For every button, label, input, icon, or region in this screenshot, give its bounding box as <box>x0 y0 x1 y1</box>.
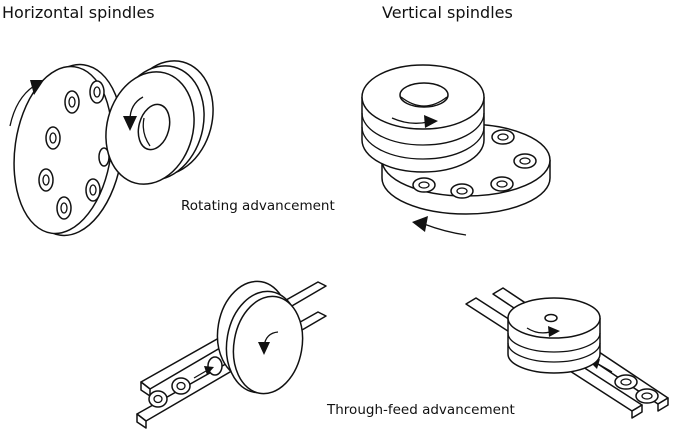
rotation-arrow-icon <box>123 96 144 131</box>
vertical-throughfeed-machine <box>465 287 669 419</box>
horizontal-throughfeed-machine <box>136 280 327 429</box>
horizontal-spindles-title: Horizontal spindles <box>2 3 155 22</box>
rotating-advancement-caption: Rotating advancement <box>181 198 335 214</box>
carrier-workpieces <box>38 80 110 220</box>
rotation-arrow-icon <box>258 331 279 355</box>
rotation-arrow-icon <box>391 115 438 128</box>
rotation-arrow-icon <box>9 80 44 127</box>
vertical-rotating-machine <box>361 64 551 236</box>
rotation-arrow-icon <box>526 326 560 337</box>
vertical-spindles-title: Vertical spindles <box>382 3 513 22</box>
grinding-disc-bore <box>544 313 558 323</box>
horizontal-rotating-machine <box>9 60 214 237</box>
feed-direction-arrow-icon <box>193 366 214 379</box>
grinding-disc-bore <box>399 82 449 108</box>
workpieces <box>148 356 223 408</box>
rotation-arrow-icon <box>412 216 467 236</box>
throughfeed-advancement-caption: Through-feed advancement <box>327 402 515 418</box>
